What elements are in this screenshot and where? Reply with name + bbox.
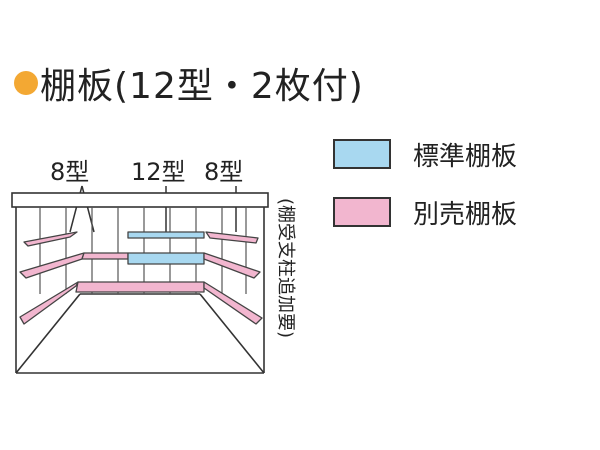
back-slats — [39, 207, 247, 294]
optional-shelf-top-right — [205, 231, 259, 244]
label-8-left: 8型 — [50, 158, 89, 186]
vertical-note: (棚受支柱追加要) — [275, 198, 296, 338]
shelf-frame — [11, 192, 269, 374]
legend-swatch-standard — [333, 139, 391, 169]
optional-shelf-bottom-right — [203, 281, 263, 325]
optional-shelf-mid-center-left — [81, 252, 129, 260]
title: 棚板(12型・2枚付) — [14, 58, 364, 108]
optional-shelf-bottom-left — [19, 281, 79, 325]
legend-swatch-optional — [333, 197, 391, 227]
support-post-note: (棚受支柱追加要) — [275, 198, 296, 338]
optional-shelf-mid-left — [19, 252, 85, 279]
bullet-dot-icon — [14, 71, 38, 95]
optional-shelf-top-left — [23, 231, 78, 247]
optional-shelf-mid-right — [203, 252, 261, 279]
legend: 標準棚板 別売棚板 — [333, 136, 517, 252]
frame-top-band — [11, 192, 269, 208]
standard-shelf-mid — [127, 252, 205, 265]
label-8-right: 8型 — [204, 158, 243, 186]
shelves — [19, 231, 263, 325]
floor-edge-left — [15, 293, 81, 374]
optional-shelf-bottom-center — [75, 281, 205, 293]
label-12-center: 12型 — [131, 158, 186, 186]
legend-label-optional: 別売棚板 — [413, 199, 518, 230]
legend-item-optional: 別売棚板 — [333, 194, 517, 230]
floor-edge-right — [199, 293, 265, 374]
standard-shelf-top — [127, 231, 205, 239]
legend-label-standard: 標準棚板 — [413, 141, 518, 172]
legend-item-standard: 標準棚板 — [333, 136, 517, 172]
title-text: 棚板(12型・2枚付) — [40, 66, 364, 107]
